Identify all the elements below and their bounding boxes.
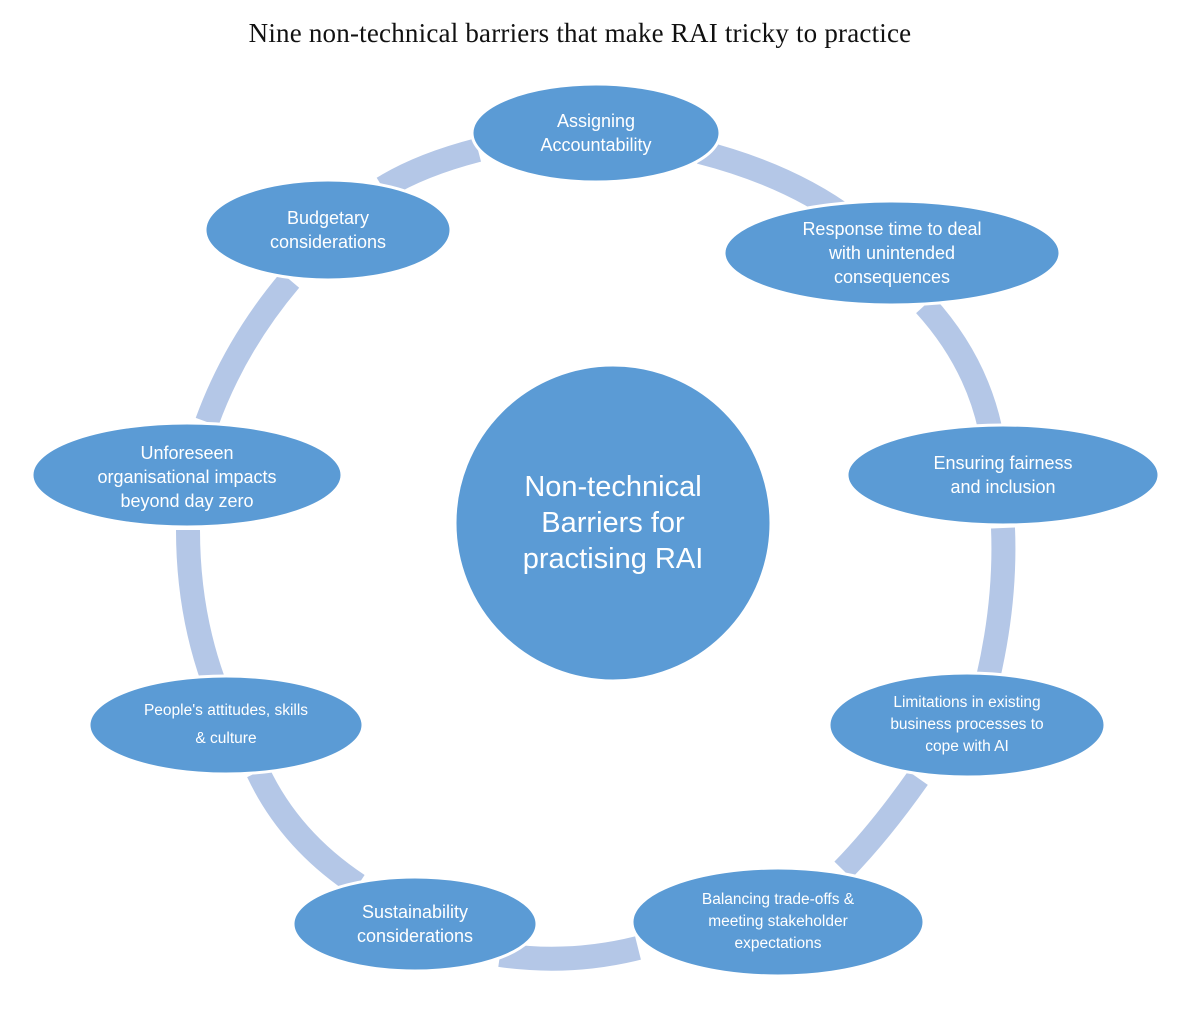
node-organisational: [30, 421, 344, 529]
ring-segment-5: [498, 936, 641, 971]
node-label-organisational: Unforeseen organisational impacts beyond…: [97, 443, 277, 511]
node-label-trade-offs: Balancing trade-offs & meeting stakehold…: [701, 891, 855, 952]
node-label-budgetary: Budgetary considerations: [269, 208, 387, 252]
node-label-response-time: Response time to deal with unintended co…: [802, 219, 982, 287]
ring-segment-4: [834, 771, 928, 879]
ring-segment-8: [195, 272, 300, 427]
center-circle: [453, 363, 773, 683]
node-label-accountability: Assigning Accountability: [540, 111, 652, 155]
connecting-ring: [176, 138, 1016, 971]
node-fairness: [845, 423, 1161, 527]
node-people: [87, 674, 365, 776]
ring-segment-6: [247, 766, 365, 896]
node-label-sustainability: Sustainability considerations: [356, 902, 474, 946]
node-label-people: People's attitudes, skills & culture: [143, 702, 309, 747]
center-label: Non-technical Barriers for practising RA…: [522, 471, 704, 575]
page-title: Nine non-technical barriers that make RA…: [248, 18, 912, 48]
node-response-time: [722, 199, 1062, 307]
node-label-business-processes: Limitations in existing business process…: [890, 694, 1044, 755]
node-label-fairness: Ensuring fairness and inclusion: [933, 453, 1073, 497]
ring-segment-7: [176, 529, 225, 685]
node-sustainability: [291, 875, 539, 973]
ring-segment-2: [916, 296, 1002, 431]
ring-segment-9: [376, 138, 482, 199]
ring-segment-3: [976, 527, 1016, 681]
node-budgetary: [203, 178, 453, 282]
node-accountability: [470, 82, 722, 184]
node-trade-offs: [630, 866, 926, 978]
node-business-processes: [827, 671, 1107, 779]
